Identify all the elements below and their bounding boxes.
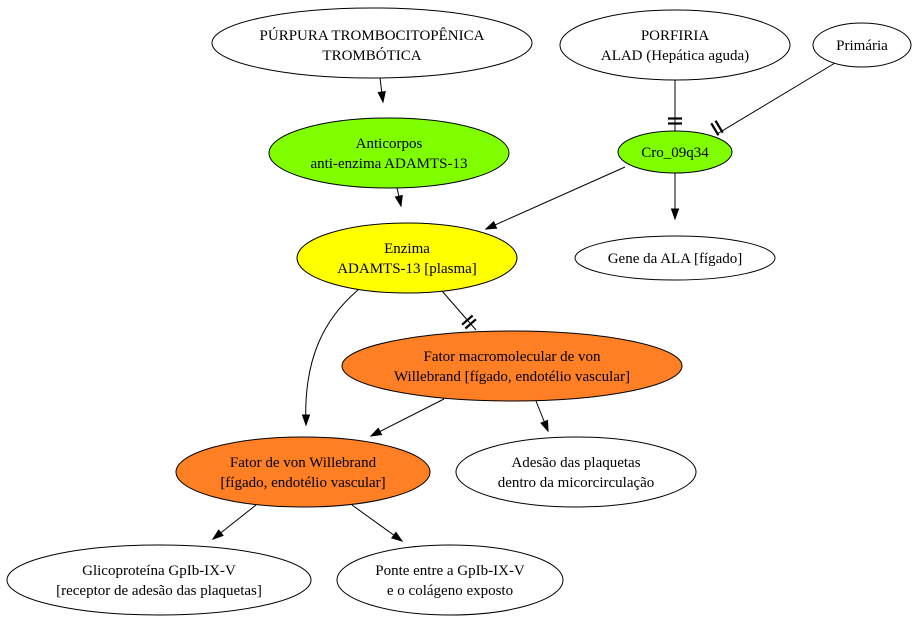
arrow-head bbox=[391, 531, 404, 542]
edges-layer bbox=[211, 62, 836, 542]
edge-fator-vw-to-glicoproteina bbox=[211, 504, 257, 540]
node-label-line: [fígado, endotélio vascular] bbox=[220, 475, 385, 491]
arrow-head bbox=[377, 91, 386, 104]
arrow-head bbox=[540, 419, 549, 433]
tee-bar bbox=[464, 318, 477, 330]
arrow-head bbox=[484, 220, 498, 230]
edge-primaria-to-cro bbox=[710, 62, 836, 136]
edge-line bbox=[716, 62, 836, 135]
node-gene-da-ala: Gene da ALA [fígado] bbox=[574, 235, 776, 281]
node-label-line: Enzima bbox=[384, 241, 430, 257]
tee-bar bbox=[710, 122, 720, 136]
node-label-line: Cro_09q34 bbox=[641, 145, 709, 161]
node-label-line: Glicoproteína GpIb-IX-V bbox=[82, 563, 236, 579]
arrow-head bbox=[670, 208, 680, 221]
arrow-head bbox=[369, 427, 383, 437]
node-label-line: anti-enzima ADAMTS-13 bbox=[310, 156, 467, 172]
node-label-line: Anticorpos bbox=[356, 136, 423, 152]
edge-line bbox=[370, 398, 445, 437]
edge-cro-to-enzima bbox=[484, 166, 626, 230]
node-fator-von-willebrand: Fator de von Willebrand [fígado, endotél… bbox=[175, 436, 431, 508]
edge-fator-vw-to-ponte bbox=[351, 504, 404, 542]
edge-enzima-to-fator-macro bbox=[441, 290, 477, 331]
node-ponte-gpib-colageno: Ponte entre a GpIb-IX-V e o colágeno exp… bbox=[336, 544, 564, 616]
arrow-head bbox=[394, 194, 403, 208]
tee-bar bbox=[714, 120, 724, 134]
edge-line bbox=[305, 289, 359, 426]
node-porfiria-alad: PORFIRIA ALAD (Hepática aguda) bbox=[559, 9, 791, 81]
node-label-line: Fator macromolecular de von bbox=[423, 349, 601, 365]
node-label-line: Ponte entre a GpIb-IX-V bbox=[375, 563, 525, 579]
node-label-line: ADAMTS-13 [plasma] bbox=[337, 261, 477, 277]
node-label-line: [receptor de adesão das plaquetas] bbox=[56, 583, 262, 599]
node-label-line: PORFIRIA bbox=[641, 28, 710, 44]
node-label-line: Gene da ALA [fígado] bbox=[608, 251, 743, 267]
node-adesao-das-plaquetas: Adesão das plaquetas dentro da micorcirc… bbox=[455, 436, 697, 508]
edge-line bbox=[485, 166, 626, 230]
node-glicoproteina-gpib: Glicoproteína GpIb-IX-V [receptor de ade… bbox=[6, 544, 312, 616]
tee-bar bbox=[461, 314, 474, 326]
node-label-line: PÚRPURA TROMBOCITOPÊNICA bbox=[260, 27, 485, 44]
edge-ptt-to-anticorpos bbox=[377, 77, 386, 104]
edge-fator-macro-to-fator-vw bbox=[369, 398, 445, 437]
edge-enzima-to-fator-vw bbox=[301, 289, 359, 427]
node-label-line: ALAD (Hepática aguda) bbox=[601, 48, 749, 64]
edge-fator-macro-to-adesao bbox=[535, 400, 549, 433]
node-label-line: TROMBÓTICA bbox=[322, 47, 421, 64]
node-primaria: Primária bbox=[812, 22, 912, 68]
node-cro-09q34: Cro_09q34 bbox=[617, 130, 733, 174]
edge-porfiria-to-cro bbox=[668, 80, 682, 131]
node-label-line: Primária bbox=[836, 38, 888, 54]
node-enzima-adamts-13: Enzima ADAMTS-13 [plasma] bbox=[296, 222, 518, 294]
node-label-line: Willebrand [fígado, endotélio vascular] bbox=[394, 369, 630, 385]
node-anticorpos-anti-enzima: Anticorpos anti-enzima ADAMTS-13 bbox=[268, 117, 510, 189]
arrow-head bbox=[301, 414, 311, 427]
node-label-line: Adesão das plaquetas bbox=[511, 455, 640, 471]
node-label-line: Fator de von Willebrand bbox=[230, 455, 377, 471]
nodes-layer: PÚRPURA TROMBOCITOPÊNICA TROMBÓTICA PORF… bbox=[6, 7, 912, 616]
node-purpura-trombocitopenica: PÚRPURA TROMBOCITOPÊNICA TROMBÓTICA bbox=[211, 7, 533, 79]
edge-anticorpos-to-enzima bbox=[394, 187, 403, 208]
node-fator-macromolecular: Fator macromolecular de von Willebrand [… bbox=[341, 330, 683, 402]
arrow-head bbox=[211, 529, 224, 540]
edge-cro-to-gene-ala bbox=[670, 173, 680, 221]
node-label-line: dentro da micorcirculação bbox=[498, 475, 655, 491]
node-label-line: e o colágeno exposto bbox=[387, 583, 513, 599]
